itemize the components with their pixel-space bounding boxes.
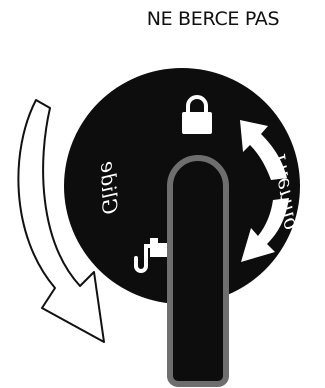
dial-label-glide: Glide bbox=[96, 161, 122, 215]
dial-handle bbox=[170, 158, 226, 384]
